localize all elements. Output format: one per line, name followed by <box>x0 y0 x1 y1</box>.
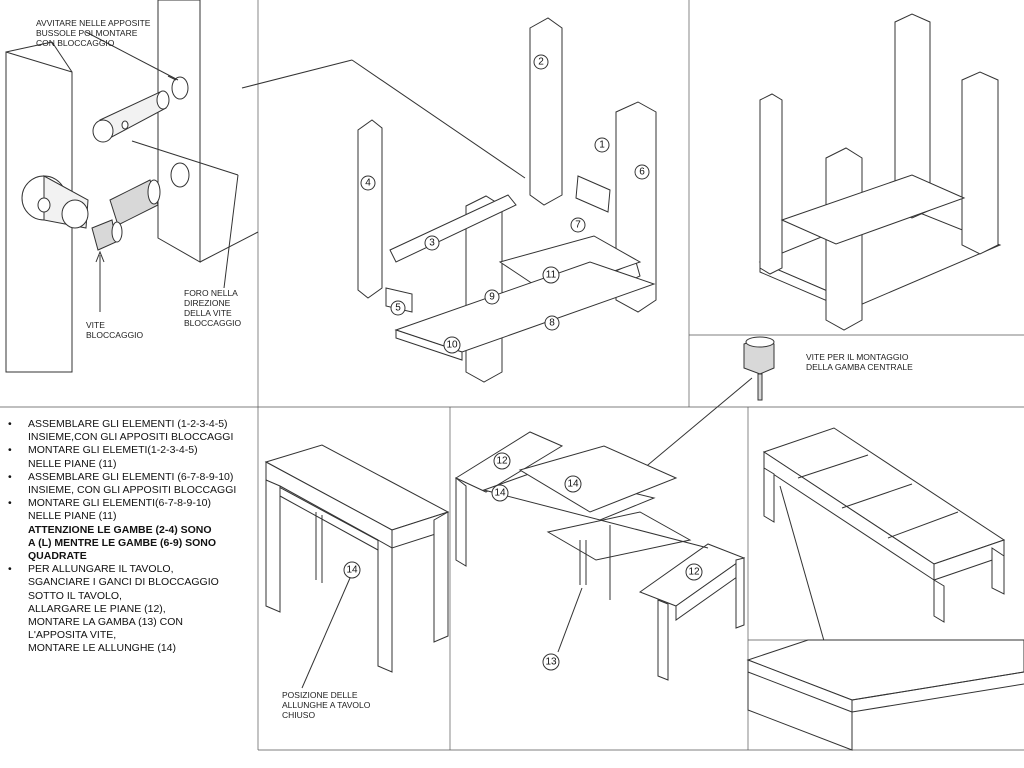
part-label-14a: 14 <box>343 561 361 579</box>
svg-text:1: 1 <box>599 140 605 151</box>
part-label-7: 7 <box>570 217 586 233</box>
knob-screw <box>599 336 775 506</box>
bushing-detail <box>5 0 259 373</box>
svg-text:14: 14 <box>494 488 506 499</box>
callout-leaves-position: POSIZIONE DELLE ALLUNGHE A TAVOLO CHIUSO <box>282 690 371 720</box>
panel-grid <box>0 0 1024 751</box>
legs-warning: ATTENZIONE LE GAMBE (2-4) SONO A (L) MEN… <box>28 523 217 563</box>
part-label-5: 5 <box>390 300 406 316</box>
svg-text:6: 6 <box>639 167 645 178</box>
svg-text:14: 14 <box>346 565 358 576</box>
svg-text:8: 8 <box>549 318 555 329</box>
svg-text:10: 10 <box>446 340 458 351</box>
part-label-6: 6 <box>634 164 650 180</box>
svg-text:4: 4 <box>365 178 371 189</box>
callout-locking-screw: VITE BLOCCAGGIO <box>86 320 144 340</box>
svg-text:12: 12 <box>496 456 508 467</box>
svg-text:9: 9 <box>489 292 495 303</box>
svg-text:2: 2 <box>538 57 544 68</box>
svg-text:11: 11 <box>546 270 557 281</box>
exploded-frame <box>241 17 657 383</box>
corner-detail <box>746 639 1024 751</box>
step-4: •MONTARE GLI ELEMENTI(6-7-8-9-10) NELLE … <box>8 497 212 523</box>
extended-table <box>762 427 1006 663</box>
part-label-12b: 12 <box>685 563 703 581</box>
closed-table <box>264 444 450 689</box>
part-label-13: 13 <box>542 653 560 671</box>
assembled-frame <box>758 13 1002 331</box>
svg-text:7: 7 <box>575 220 581 231</box>
assembly-instructions: •ASSEMBLARE GLI ELEMENTI (1-2-3-4-5) INS… <box>6 418 258 656</box>
part-label-3: 3 <box>424 235 440 251</box>
part-label-4: 4 <box>360 175 376 191</box>
step-5: •PER ALLUNGARE IL TAVOLO, SGANCIARE I GA… <box>8 563 219 655</box>
part-label-14c: 14 <box>564 475 582 493</box>
part-label-1: 1 <box>594 137 610 153</box>
part-label-9: 9 <box>484 289 500 305</box>
svg-text:5: 5 <box>395 303 401 314</box>
callout-hole-direction: FORO NELLA DIREZIONE DELLA VITE BLOCCAGG… <box>184 288 242 328</box>
part-label-12a: 12 <box>493 452 511 470</box>
svg-text:13: 13 <box>545 657 557 668</box>
part-label-2: 2 <box>533 54 549 70</box>
part-label-14b: 14 <box>491 484 509 502</box>
step-1: •ASSEMBLARE GLI ELEMENTI (1-2-3-4-5) INS… <box>8 418 234 444</box>
extension-mechanism <box>454 431 746 681</box>
svg-text:3: 3 <box>429 238 435 249</box>
callout-screw-into-bushings: AVVITARE NELLE APPOSITE BUSSOLE POI MONT… <box>36 18 151 48</box>
part-label-8: 8 <box>544 315 560 331</box>
svg-text:12: 12 <box>688 567 700 578</box>
part-label-11: 11 <box>542 266 560 284</box>
svg-text:14: 14 <box>567 479 579 490</box>
step-3: •ASSEMBLARE GLI ELEMENTI (6-7-8-9-10) IN… <box>8 470 237 497</box>
part-labels: 1 2 3 4 5 6 7 8 9 10 11 12 12 13 14 14 1… <box>343 54 703 671</box>
step-2: •MONTARE GLI ELEMETI(1-2-3-4-5) NELLE PI… <box>8 444 198 470</box>
part-label-10: 10 <box>443 336 461 354</box>
callout-center-leg-screw: VITE PER IL MONTAGGIO DELLA GAMBA CENTRA… <box>806 352 913 372</box>
